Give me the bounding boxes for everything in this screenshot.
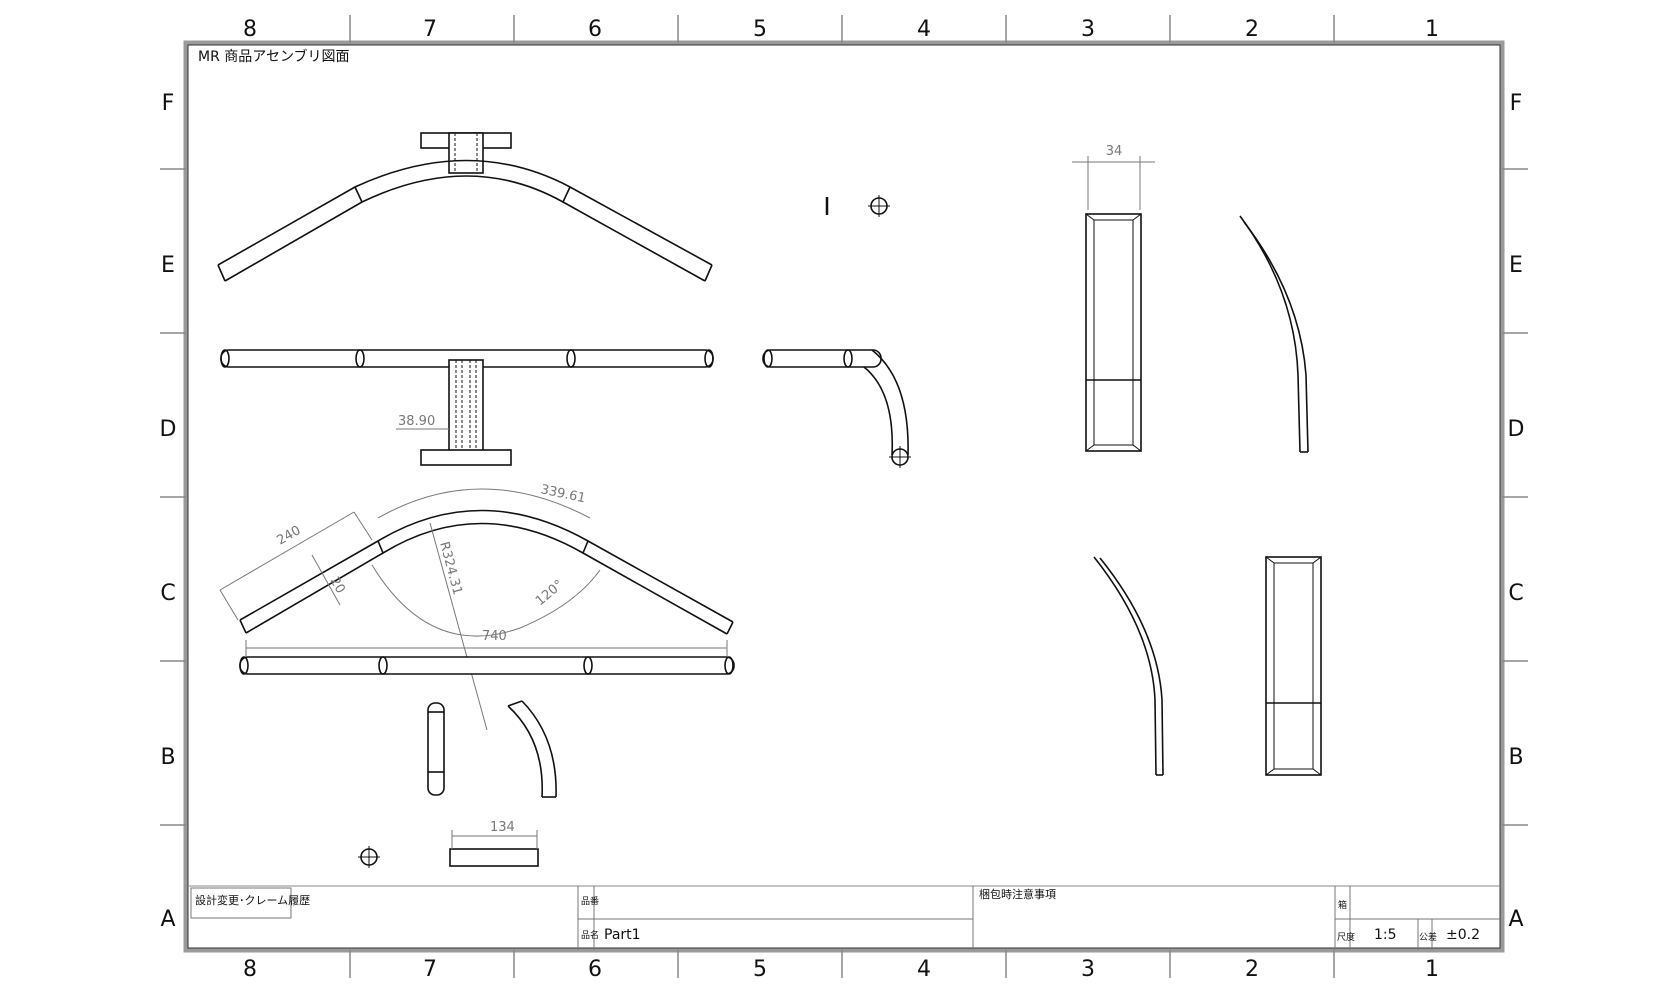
dim-line-134 [451,830,538,849]
view-side-bend [762,349,911,468]
dim-120deg: 120° [533,577,567,609]
zone-ticks [160,15,1528,978]
dimension-lines-arch [219,488,728,731]
title-block [188,885,1500,950]
view-front-straight [220,349,714,466]
zone-col-top-2: 2 [1245,17,1259,42]
dim-134: 134 [490,820,515,835]
zone-row-right-A: A [1508,907,1523,932]
view-curved-strip-top [1239,215,1309,453]
dim-line-34 [1072,156,1155,210]
zone-col-top-1: 1 [1425,17,1439,42]
zone-row-right-E: E [1509,253,1523,278]
zone-row-left-E: E [161,253,175,278]
zone-col-bottom-7: 7 [423,957,437,982]
view-rect-part-bottom [1265,556,1322,776]
view-dimensioned-arch [239,509,734,635]
view-curved-strip-bottom [1093,556,1164,776]
dim-339-61: 339.61 [539,482,587,506]
title-block-revision-label: 設計変更･クレーム履歴 [195,893,310,907]
zone-row-right-C: C [1508,581,1523,606]
dim-34: 34 [1106,144,1123,159]
dim-38-90: 38.90 [398,414,435,429]
view-long-tube [239,656,735,675]
zone-col-bottom-2: 2 [1245,957,1259,982]
zone-col-top-4: 4 [917,17,931,42]
title-block-scale-value: 1:5 [1374,927,1397,943]
zone-col-top-8: 8 [243,17,257,42]
view-bottom-plate [358,846,539,868]
sheet-frame [183,40,1505,953]
title-block-tolerance-label: 公差 [1419,931,1437,943]
drawing-title: MR 商品アセンブリ図面 [198,48,350,65]
view-top-arch [217,132,713,282]
title-block-part-name-value: Part1 [604,927,641,943]
dim-20: 20 [327,575,348,597]
view-small-pieces [427,700,557,798]
dim-740: 740 [482,629,507,644]
zone-row-left-A: A [160,907,175,932]
view-rect-part-top [1085,213,1142,452]
zone-col-bottom-1: 1 [1425,957,1439,982]
zone-col-top-3: 3 [1081,17,1095,42]
zone-col-top-7: 7 [423,17,437,42]
title-block-part-no-label: 品番 [581,895,599,907]
zone-row-right-D: D [1508,417,1525,442]
zone-col-top-5: 5 [753,17,767,42]
zone-row-left-C: C [160,581,175,606]
zone-col-bottom-3: 3 [1081,957,1095,982]
zone-row-left-F: F [162,91,175,116]
zone-col-bottom-8: 8 [243,957,257,982]
zone-row-right-F: F [1510,91,1523,116]
zone-labels: 8 7 6 5 4 3 2 1 8 7 6 5 4 3 2 1 F E D C … [160,17,1525,982]
zone-row-left-D: D [160,417,177,442]
zone-col-bottom-5: 5 [753,957,767,982]
title-block-box-label: 箱 [1338,899,1347,911]
zone-row-left-B: B [160,745,175,770]
title-block-part-name-label: 品名 [581,929,599,941]
zone-col-bottom-4: 4 [917,957,931,982]
zone-col-top-6: 6 [588,17,602,42]
dim-r324-31: R324.31 [436,540,465,597]
zone-col-bottom-6: 6 [588,957,602,982]
zone-row-right-B: B [1508,745,1523,770]
title-block-packing-notes-label: 梱包時注意事項 [979,887,1056,901]
dim-240: 240 [275,523,304,548]
title-block-scale-label: 尺度 [1337,931,1355,943]
view-section-marks [825,195,890,217]
title-block-tolerance-value: ±0.2 [1446,927,1480,943]
